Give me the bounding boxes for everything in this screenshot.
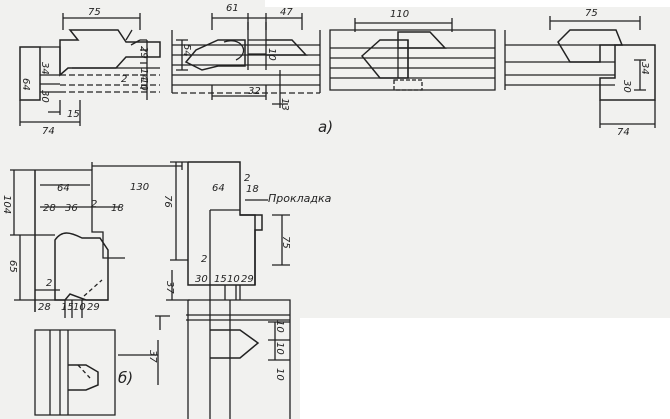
- figure-a: [19, 13, 656, 128]
- dim-a2-47: 47: [280, 7, 293, 18]
- gasket-label: Прокладка: [268, 192, 332, 205]
- section-b2: [155, 161, 291, 419]
- figure-label-b: б): [118, 369, 133, 387]
- dim-b2-29: 29: [241, 274, 254, 285]
- dim-a1-30: 30: [39, 90, 50, 103]
- dim-b1-36: 36: [65, 203, 78, 214]
- dim-a1-75: 75: [88, 7, 101, 18]
- dim-b2-r10c: 10: [274, 368, 285, 381]
- dim-b1-64: 64: [57, 183, 70, 194]
- dim-b-130: 130: [130, 182, 149, 193]
- dim-b-37b: 37: [147, 350, 158, 363]
- dim-b2-2: 2: [244, 173, 250, 184]
- blank-lower-right: [300, 318, 670, 419]
- dim-b2-10: 10: [227, 274, 240, 285]
- dim-a1-15: 15: [67, 109, 80, 120]
- dim-a4-30: 30: [621, 80, 632, 93]
- dim-b1-2: 2: [91, 199, 97, 210]
- dim-b1-28: 28: [43, 203, 56, 214]
- dim-a1-10: 10: [138, 78, 149, 91]
- dim-b1-29: 29: [87, 302, 100, 313]
- dim-a1-34: 34: [39, 62, 50, 75]
- dim-b1-15: 15: [61, 302, 74, 313]
- dim-a4-75: 75: [585, 8, 598, 19]
- dim-b1-2b: 2: [46, 278, 52, 289]
- joint-a1: [19, 13, 161, 126]
- dim-b1-104: 104: [1, 195, 12, 214]
- dim-a1-74: 74: [42, 126, 55, 137]
- dim-b2-64: 64: [212, 183, 225, 194]
- joint-a4: [504, 16, 656, 128]
- dim-b2-r10b: 10: [274, 342, 285, 355]
- dim-a2-32: 32: [248, 86, 261, 97]
- blank-top-right: [265, 0, 670, 7]
- dim-b2-15: 15: [214, 274, 227, 285]
- dim-b2-37: 37: [164, 281, 175, 294]
- dim-b1-18: 18: [111, 203, 124, 214]
- dim-a2-54: 54: [181, 44, 192, 57]
- dim-a1-2: 2: [121, 74, 127, 85]
- dim-a2-10: 10: [266, 48, 277, 61]
- dim-b2-r10a: 10: [274, 320, 285, 333]
- dim-a2-13: 13: [279, 98, 290, 111]
- dim-b1-10: 10: [73, 302, 86, 313]
- joint-a3: [329, 18, 496, 91]
- dim-a4-74: 74: [617, 127, 630, 138]
- dim-a4-34: 34: [639, 62, 650, 75]
- dim-b1-65: 65: [7, 260, 18, 273]
- section-b1: [10, 162, 183, 416]
- figure-label-a: а): [318, 118, 333, 136]
- dim-b2-2b: 2: [201, 254, 207, 265]
- text-labels: 75 64 34 30 29 14 10 2 15 74 61 47 54 10…: [1, 3, 650, 387]
- dim-a3-110: 110: [390, 9, 409, 20]
- dim-b2-18: 18: [246, 184, 259, 195]
- dim-b2-76: 76: [162, 195, 173, 208]
- joint-a2: [171, 13, 321, 108]
- dim-a1-14: 14: [138, 68, 149, 81]
- dim-b1-28b: 28: [38, 302, 51, 313]
- dim-a1-29: 29: [138, 46, 149, 59]
- dim-a1-64: 64: [20, 78, 31, 91]
- dim-b2-75: 75: [280, 236, 291, 249]
- figure-b: [10, 161, 291, 419]
- dim-a2-61: 61: [226, 3, 239, 14]
- dim-b2-30: 30: [195, 274, 208, 285]
